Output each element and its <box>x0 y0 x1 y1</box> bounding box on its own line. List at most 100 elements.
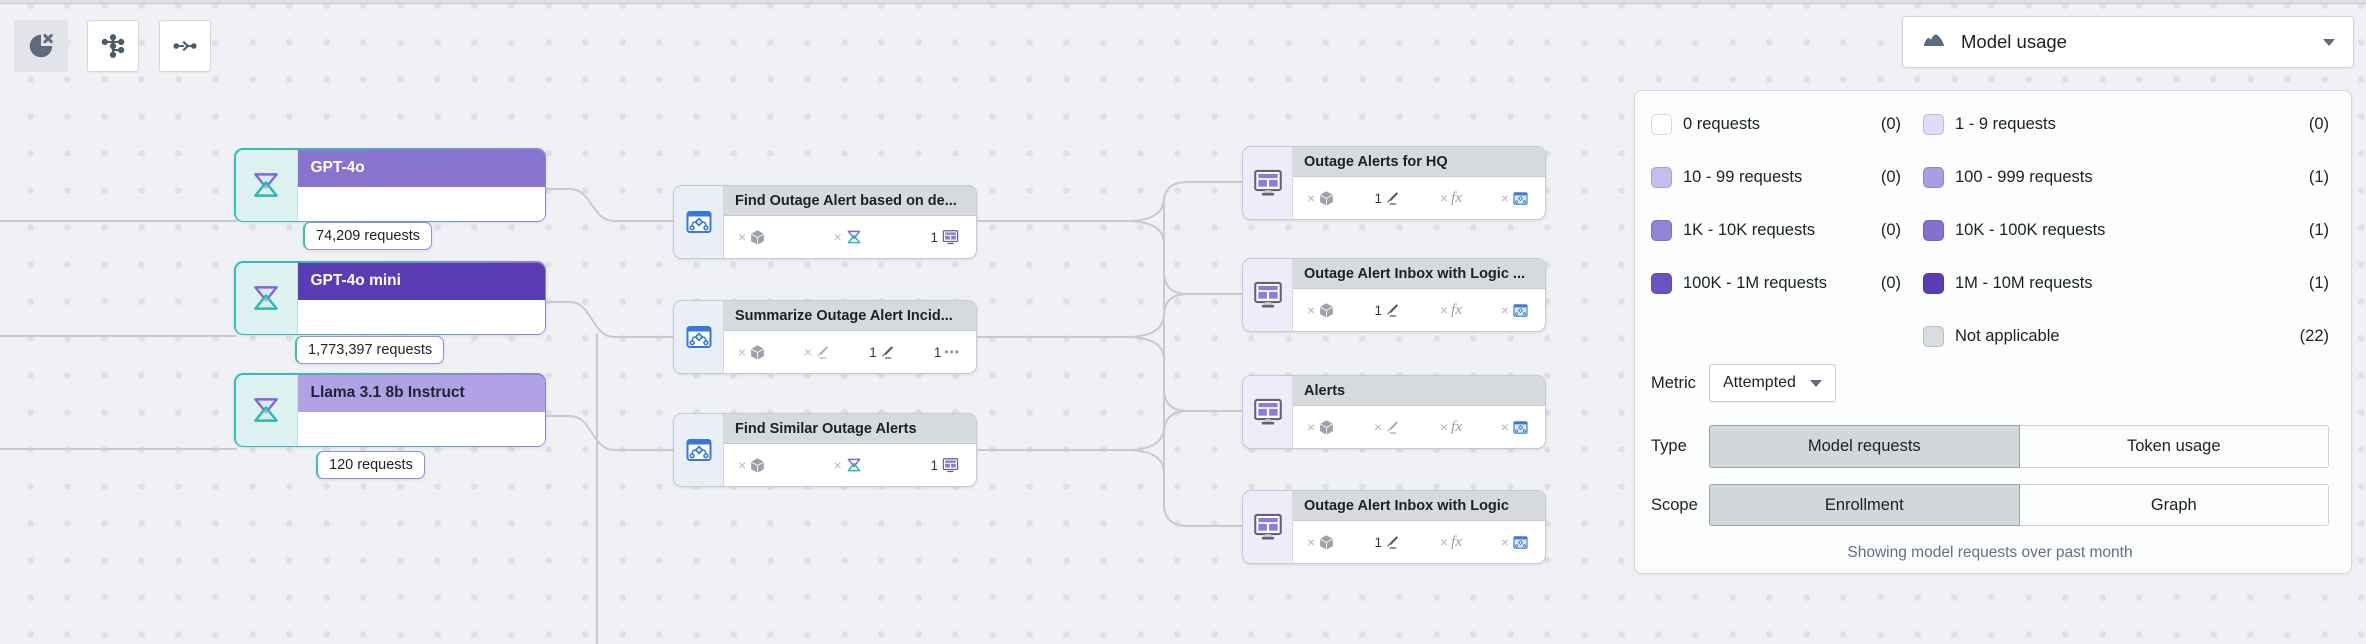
automation-icon <box>1512 302 1529 319</box>
edits-icon <box>815 344 831 360</box>
fx-icon: fx <box>1451 189 1462 206</box>
usage-overlay-toggle-button[interactable] <box>14 20 68 72</box>
stat-automations: × <box>1501 302 1529 319</box>
scope-segmented-control: Enrollment Graph <box>1709 484 2329 526</box>
automation-icon <box>674 186 724 258</box>
stat-functions: × fx <box>1439 418 1462 436</box>
legend-label: 100K - 1M requests <box>1683 273 1827 292</box>
legend-count: (0) <box>1880 273 1901 292</box>
function-node-title: Find Outage Alert based on de... <box>724 186 976 216</box>
model-node-title: GPT-4o <box>297 149 545 187</box>
cube-icon <box>749 457 766 474</box>
type-label: Type <box>1651 437 1687 455</box>
cube-icon <box>749 344 766 361</box>
legend-count: (0) <box>1880 167 1901 186</box>
overlay-type-label: Model usage <box>1961 31 2067 52</box>
workshop-monitor-icon <box>1243 376 1293 448</box>
workshop-monitor-icon <box>1243 259 1293 331</box>
legend-label: 1K - 10K requests <box>1683 220 1816 239</box>
metric-label: Metric <box>1651 373 1696 392</box>
legend-swatch <box>1651 113 1672 135</box>
stat-functions: × fx <box>1439 301 1462 319</box>
app-node-outage-alerts-for-hq[interactable]: Outage Alerts for HQ × 1 × fx × <box>1242 146 1546 220</box>
legend-item-not-applicable: Not applicable (22) <box>1923 317 2329 355</box>
stat-objects: × <box>738 344 766 361</box>
edits-icon <box>1385 302 1401 318</box>
legend-item: 100K - 1M requests (0) <box>1651 264 1901 302</box>
function-node-summarize-outage-alert[interactable]: Summarize Outage Alert Incid... × × 1 1 … <box>673 300 977 374</box>
layout-hierarchy-button[interactable] <box>87 20 139 72</box>
merge-nodes-button[interactable] <box>159 20 211 72</box>
llm-icon <box>235 149 298 221</box>
legend-label: 1 - 9 requests <box>1955 114 2056 133</box>
legend-item: 1K - 10K requests (0) <box>1651 211 1901 249</box>
model-node-gpt-4o[interactable]: GPT-4o <box>234 148 546 222</box>
model-node-llama-3-1-8b[interactable]: Llama 3.1 8b Instruct <box>234 373 546 447</box>
model-node-gpt-4o-mini[interactable]: GPT-4o mini <box>234 261 546 335</box>
legend-count: (0) <box>1880 114 1901 133</box>
legend-count: (1) <box>2308 167 2329 186</box>
stat-automations: × <box>1501 419 1529 436</box>
stat-edits-active: 1 <box>1374 302 1401 318</box>
stat-edits: × <box>804 344 831 360</box>
function-node-find-outage-alert[interactable]: Find Outage Alert based on de... × × 1 <box>673 185 977 259</box>
chevron-down-icon <box>1809 379 1822 387</box>
legend-label: 10 - 99 requests <box>1683 167 1803 186</box>
overlay-type-select[interactable]: Model usage <box>1902 16 2354 68</box>
legend-swatch <box>1923 325 1944 347</box>
model-node-title: Llama 3.1 8b Instruct <box>297 374 545 412</box>
edits-icon <box>1385 534 1401 550</box>
llm-icon <box>235 262 298 334</box>
app-node-outage-alert-inbox-with-logic-2[interactable]: Outage Alert Inbox with Logic × 1 × fx × <box>1242 490 1546 564</box>
metric-value: Attempted <box>1723 374 1796 391</box>
automation-icon <box>1512 190 1529 207</box>
pie-chart-dismiss-icon <box>26 31 56 61</box>
stat-edits-active: 1 <box>869 344 896 360</box>
legend-label: 1M - 10M requests <box>1955 273 2093 292</box>
stat-edits-active: 1 <box>1374 534 1401 550</box>
legend-count: (0) <box>2308 114 2329 133</box>
model-node-title: GPT-4o mini <box>297 262 545 300</box>
llm-icon <box>845 456 863 474</box>
cube-icon <box>1318 419 1335 436</box>
app-node-outage-alert-inbox-with-logic-1[interactable]: Outage Alert Inbox with Logic ... × 1 × … <box>1242 258 1546 332</box>
scope-option-graph[interactable]: Graph <box>2018 484 2329 526</box>
ellipsis-icon: ••• <box>944 345 960 359</box>
scope-option-enrollment[interactable]: Enrollment <box>1709 484 2020 526</box>
stat-models: × <box>834 228 863 246</box>
type-row: Type Model requests Token usage <box>1651 425 2329 468</box>
stat-automations: × <box>1501 190 1529 207</box>
fx-icon: fx <box>1451 301 1462 318</box>
legend-swatch <box>1923 272 1944 294</box>
monitor-icon <box>941 456 960 475</box>
llm-icon <box>845 228 863 246</box>
stat-apps: 1 <box>930 228 960 247</box>
hierarchy-layout-icon <box>99 32 127 60</box>
metric-row: Metric Attempted <box>1651 363 2329 403</box>
stat-objects: × <box>1307 190 1335 207</box>
app-node-title: Outage Alert Inbox with Logic ... <box>1293 259 1545 289</box>
llm-icon <box>235 374 298 446</box>
model-node-body <box>297 186 545 221</box>
workshop-monitor-icon <box>1243 147 1293 219</box>
stat-objects: × <box>738 457 766 474</box>
legend-item: 1 - 9 requests (0) <box>1923 105 2329 143</box>
legend-count: (1) <box>2308 220 2329 239</box>
edits-icon <box>880 344 896 360</box>
type-option-token-usage[interactable]: Token usage <box>2018 425 2329 468</box>
function-node-find-similar-outage-alerts[interactable]: Find Similar Outage Alerts × × 1 <box>673 413 977 487</box>
legend-swatch <box>1651 166 1672 188</box>
merge-arrow-icon <box>171 32 199 60</box>
legend-swatch <box>1923 219 1944 241</box>
metric-dropdown[interactable]: Attempted <box>1709 364 1836 402</box>
stat-objects: × <box>1307 534 1335 551</box>
fx-icon: fx <box>1451 533 1462 550</box>
request-count-badge: 74,209 requests <box>303 222 432 250</box>
app-node-alerts[interactable]: Alerts × × × fx × <box>1242 375 1546 449</box>
scope-label: Scope <box>1651 495 1698 514</box>
stat-other: 1 ••• <box>933 344 960 360</box>
legend-count: (1) <box>2308 273 2329 292</box>
type-option-model-requests[interactable]: Model requests <box>1709 425 2020 468</box>
legend-label: 0 requests <box>1683 114 1761 133</box>
legend-item: 0 requests (0) <box>1651 105 1901 143</box>
